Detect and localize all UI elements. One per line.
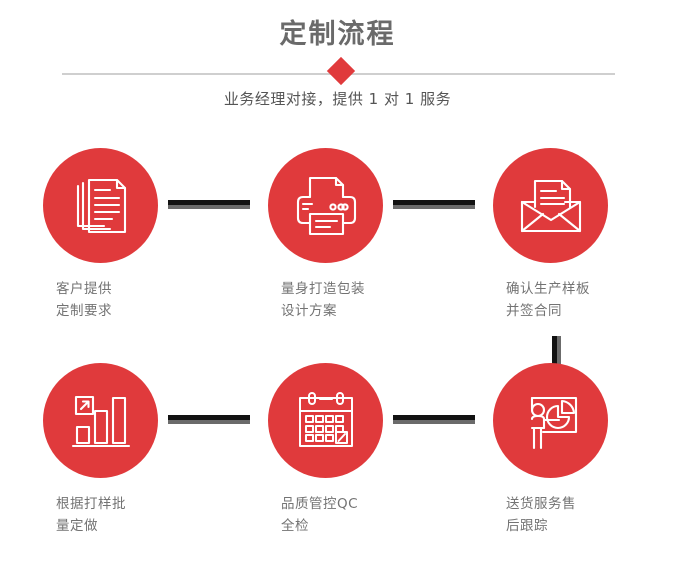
- presenter-pie-chart-icon: [530, 396, 577, 449]
- step-2-label: 量身打造包装 设计方案: [281, 281, 365, 320]
- connector-bar-gray: [393, 205, 475, 209]
- step-6-label: 送货服务售 后跟踪: [506, 496, 576, 535]
- process-step-3[interactable]: 确认生产样板 并签合同: [450, 148, 675, 323]
- connector-bar-gray: [557, 336, 561, 372]
- connector-bar-dark: [168, 200, 250, 205]
- connector-bar-dark: [393, 415, 475, 420]
- step-4-icon-badge: [43, 363, 158, 478]
- connector-bar-dark: [168, 415, 250, 420]
- header-subtitle: 业务经理对接，提供 1 对 1 服务: [223, 90, 452, 108]
- step-1-label: 客户提供 定制要求: [56, 281, 112, 320]
- step-5-icon-badge: [268, 363, 383, 478]
- connector-step1-step2: [168, 200, 250, 209]
- process-step-5[interactable]: 品质管控QC 全检: [225, 363, 450, 538]
- connector-bar-gray: [393, 420, 475, 424]
- step-3-icon-badge: [493, 148, 608, 263]
- step-4-label: 根据打样批 量定做: [56, 496, 126, 535]
- connector-step3-step4: [552, 336, 561, 372]
- connector-bar-gray: [168, 420, 250, 424]
- connector-step4-step5: [168, 415, 250, 424]
- custom-process-flow-infographic: 定制流程 业务经理对接，提供 1 对 1 服务: [0, 0, 675, 534]
- process-step-4[interactable]: 根据打样批 量定做: [0, 363, 225, 538]
- step-1-icon-badge: [43, 148, 158, 263]
- connector-step2-step3: [393, 200, 475, 209]
- process-steps: 客户提供 定制要求: [0, 148, 675, 578]
- connector-step5-step6: [393, 415, 475, 424]
- connector-bar-dark: [393, 200, 475, 205]
- connector-bar-gray: [168, 205, 250, 209]
- printer-icon: [296, 176, 356, 235]
- step-3-label: 确认生产样板 并签合同: [506, 281, 590, 320]
- diamond-ornament-icon: [326, 56, 356, 86]
- process-step-1[interactable]: 客户提供 定制要求: [0, 148, 225, 323]
- envelope-letter-icon: [520, 179, 581, 232]
- process-row-bottom: 根据打样批 量定做: [0, 363, 675, 578]
- header: 定制流程 业务经理对接，提供 1 对 1 服务: [0, 0, 675, 108]
- step-5-label: 品质管控QC 全检: [281, 496, 359, 535]
- process-step-2[interactable]: 量身打造包装 设计方案: [225, 148, 450, 323]
- process-row-top: 客户提供 定制要求: [0, 148, 675, 372]
- step-6-icon-badge: [493, 363, 608, 478]
- bar-chart-growth-icon: [71, 395, 130, 447]
- documents-stack-icon: [76, 178, 126, 233]
- page-title: 定制流程: [279, 19, 396, 50]
- step-2-icon-badge: [268, 148, 383, 263]
- calendar-check-icon: [298, 391, 353, 447]
- connector-bar-dark: [552, 336, 557, 372]
- process-step-6[interactable]: 送货服务售 后跟踪: [450, 363, 675, 538]
